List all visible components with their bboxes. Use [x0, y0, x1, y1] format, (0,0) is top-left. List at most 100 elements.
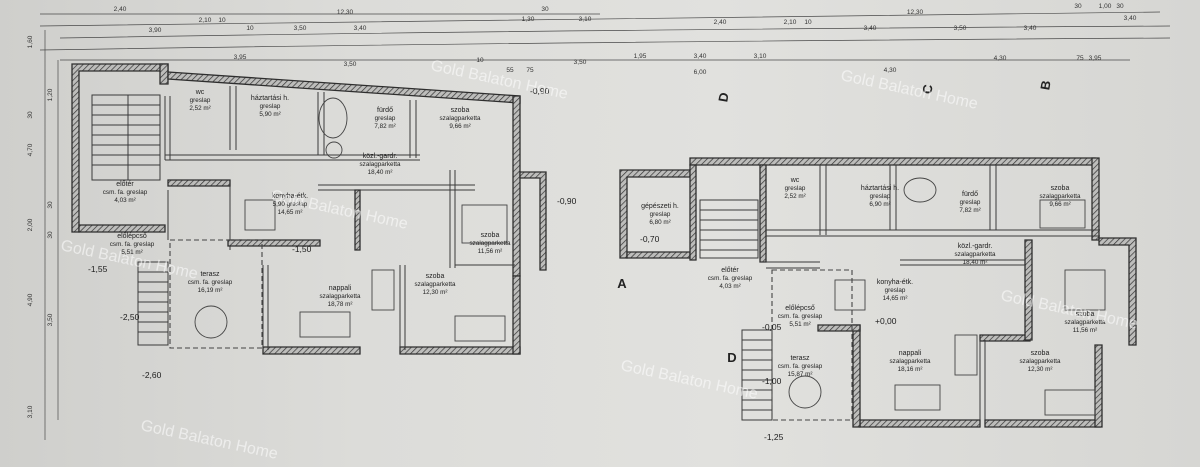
room-name: terasz	[790, 355, 810, 362]
room-name: háztartási h.	[861, 185, 899, 192]
room-finish: greslap	[885, 287, 906, 294]
left-dimension-label: 1,20	[47, 88, 54, 101]
top-dimension-label: 3,50	[344, 61, 357, 68]
axis-label: D	[715, 91, 731, 103]
top-dimension-label: 10	[804, 19, 812, 26]
room-name: nappali	[899, 350, 922, 357]
room-finish: szalagparketta	[1065, 319, 1106, 326]
top-dimension-label: 10	[218, 17, 226, 24]
level-marker: -2,60	[142, 370, 162, 380]
room-name: wc	[195, 89, 205, 96]
top-dimension-label: 3,40	[1024, 25, 1037, 32]
level-marker: +0,00	[875, 316, 897, 326]
room-name: fürdő	[377, 107, 393, 114]
level-marker: -0,90	[530, 86, 550, 96]
room-finish: 5,90 greslap	[273, 201, 308, 208]
top-dimension-label: 10	[476, 57, 484, 64]
top-dimension-label: 75	[1076, 55, 1084, 62]
room-finish: szalagparketta	[415, 281, 456, 288]
top-dimension-label: 3,50	[954, 25, 967, 32]
top-dimension-label: 12,30	[337, 9, 354, 16]
top-dimension-label: 3,40	[694, 53, 707, 60]
terrace-table-left	[194, 305, 228, 339]
top-dimension-label: 2,40	[714, 19, 727, 26]
axis-label: A	[617, 276, 627, 291]
top-dimension-label: 12,30	[907, 9, 924, 16]
room-name: konyha-étk.	[877, 279, 913, 286]
front-stair-right	[741, 329, 773, 421]
room-name: közl.-gardr.	[958, 243, 993, 250]
room-finish: greslap	[190, 97, 211, 104]
room-name: szoba	[1051, 185, 1070, 192]
room-name: szoba	[426, 273, 445, 280]
room-name: közl.-gardr.	[363, 153, 398, 160]
room-area: 6,90 m²	[869, 201, 890, 208]
bed-left	[461, 204, 508, 244]
room-finish: greslap	[260, 103, 281, 110]
room-finish: szalagparketta	[470, 240, 511, 247]
room-name: előtér	[721, 267, 739, 274]
terrace-table-right	[788, 375, 822, 409]
room-area: 16,19 m²	[198, 287, 223, 294]
top-dimension-label: 1,95	[634, 53, 647, 60]
top-dimension-label: 3,40	[864, 25, 877, 32]
top-dimension-label: 10	[246, 25, 254, 32]
bathtub-right	[903, 177, 937, 203]
level-marker: -1,25	[764, 432, 784, 442]
top-dimension-label: 4,30	[884, 67, 897, 74]
top-dimension-label: 3,40	[354, 25, 367, 32]
top-dimension-label: 1,30	[522, 16, 535, 23]
room-finish: greslap	[785, 185, 806, 192]
top-dimension-label: 3,90	[149, 27, 162, 34]
room-area: 12,30 m²	[423, 289, 448, 296]
left-dimension-label: 30	[27, 111, 34, 119]
front-stair-left	[137, 261, 169, 346]
room-area: 2,52 m²	[189, 105, 210, 112]
room-area: 18,40 m²	[368, 169, 393, 176]
room-area: 4,03 m²	[719, 283, 740, 290]
room-finish: csm. fa. greslap	[778, 313, 823, 320]
left-dimension-label: 3,50	[47, 313, 54, 326]
left-dimension-label: 1,60	[27, 35, 34, 48]
room-finish: greslap	[650, 211, 671, 218]
room-finish: szalagparketta	[440, 115, 481, 122]
room-finish: szalagparketta	[320, 293, 361, 300]
room-name: konyha-étk.	[272, 193, 308, 200]
room-finish: szalagparketta	[1040, 193, 1081, 200]
room-area: 5,51 m²	[121, 249, 142, 256]
room-name: háztartási h.	[251, 95, 289, 102]
room-area: 18,40 m²	[963, 259, 988, 266]
bed-right	[1039, 199, 1086, 229]
axis-label: C	[919, 83, 936, 95]
room-name: szoba	[1031, 350, 1050, 357]
watermark-text: Gold Balaton Home	[999, 287, 1139, 333]
room-name: terasz	[200, 271, 220, 278]
top-dimension-label: 30	[1116, 3, 1124, 10]
top-dimension-label: 55	[506, 67, 514, 74]
room-name: előlépcső	[785, 305, 815, 312]
top-dimension-label: 3,50	[574, 59, 587, 66]
room-area: 18,78 m²	[328, 301, 353, 308]
